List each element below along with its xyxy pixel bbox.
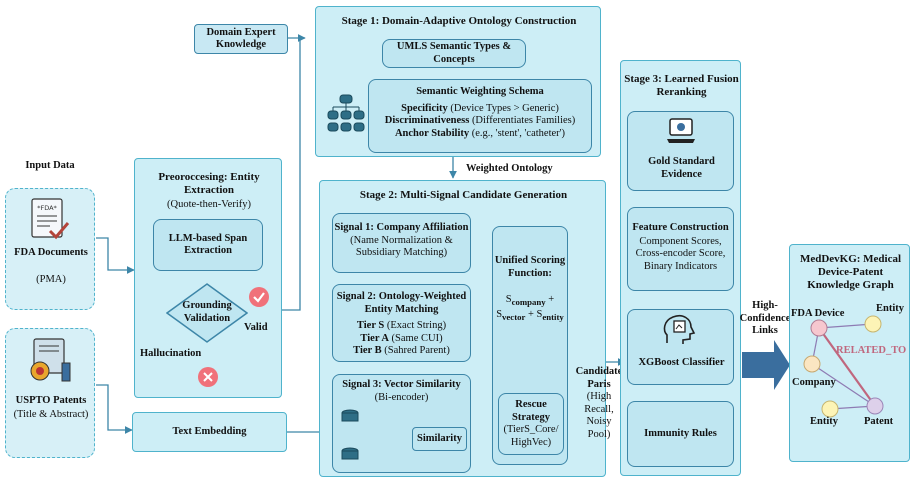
database-icon [327,94,365,132]
signal1-box: Signal 1: Company Affiliation (Name Norm… [332,213,471,273]
preproc-sub: (Quote-then-Verify) [167,199,251,210]
entity-node-2 [821,400,839,418]
feature-title: Feature Construction [632,222,729,233]
svg-text:*FDA*: *FDA* [37,204,57,212]
umls-box: UMLS Semantic Types & Concepts [382,39,526,68]
close-circle-icon [198,367,218,387]
candidate-label: Candidate Paris (High Recall, Noisy Pool… [575,366,623,440]
scoring-formula-line1: Scompany + [505,294,555,308]
patent-label: Patent [864,416,894,427]
feature-construction-box: Feature Construction Component Scores, C… [627,207,734,291]
grounding-diamond [166,283,248,343]
patent-node [866,397,884,415]
signal2-tier-s: Tier S (Exact String) [356,320,447,331]
laptop-icon [667,118,695,143]
semantic-schema-box: Semantic Weighting Schema Specificity (D… [368,79,592,153]
signal2-title: Signal 2: Ontology-Weighted Entity Match… [336,291,467,315]
stage1-title: Stage 1: Domain-Adaptive Ontology Constr… [341,15,577,27]
preproc-title: Preoroccesing: Entity Extraction [158,171,260,196]
gold-label: Gold Standard Evidence [648,156,715,180]
kg-title: MedDevKG: Medical Device-Patent Knowledg… [799,253,902,291]
rescue-strategy-box: Rescue Strategy (TierS_Core/ HighVec) [498,393,564,455]
uspto-sub: (Title & Abstract) [13,409,89,420]
kg-panel: MedDevKG: Medical Device-Patent Knowledg… [789,244,910,462]
signal1-title: Signal 1: Company Affiliation [334,222,469,233]
xgboost-box: XGBoost Classifier [627,309,734,385]
stage1-panel: Stage 1: Domain-Adaptive Ontology Constr… [315,6,601,157]
signal3-title: Signal 3: Vector Similarity [342,379,461,390]
stage2-panel: Stage 2: Multi-Signal Candidate Generati… [319,180,606,477]
schema-line-3: Anchor Stability (e.g., 'stent', 'cathet… [394,127,566,139]
fda-input-card: *FDA* FDA Documents (PMA) [5,188,95,310]
grounding-label: Grounding Validation [182,300,232,324]
input-title: Input Data [25,160,75,171]
signal2-tier-b: Tier B (Sahred Parent) [353,345,450,356]
llm-span-extraction-box: LLM-based Span Extraction [153,219,263,271]
scoring-formula-line2: Svector + Sentity [496,308,564,322]
signal1-sub: (Name Normalization & Subsidiary Matchin… [350,234,453,259]
immunity-rules-box: Immunity Rules [627,401,734,467]
feature-sub: Component Scores, Cross-encoder Score, B… [635,235,726,272]
schema-line-1: Specificity (Device Types > Generic) [401,102,559,114]
valid-label: Valid [244,322,268,333]
big-arrow-icon [742,340,790,390]
company-label: Company [792,377,836,388]
check-circle-icon [249,287,269,307]
fda-label: FDA Documents [14,247,88,258]
weighted-ontology-label: Weighted Ontology [466,163,553,174]
fda-sub: (PMA) [36,274,66,285]
stage3-title: Stage 3: Learned Fusion Reranking [624,73,739,98]
stage2-title: Stage 2: Multi-Signal Candidate Generati… [359,189,568,201]
head-brain-icon [663,314,696,344]
related-to-label: RELATED_TO [836,345,907,356]
entity-node-1 [864,315,882,333]
entity-label-1: Entity [876,303,905,314]
rescue-sub: (TierS_Core/ HighVec) [503,424,559,448]
rescue-title: Rescue Strategy [512,399,550,423]
high-confidence-label: High- Confidence Links [739,300,791,336]
fda-device-node [810,319,828,337]
text-embedding-box: Text Embedding [132,412,287,452]
scoring-title: Unified Scoring Function: [494,255,566,279]
fda-device-label: FDA Device [791,308,845,319]
schema-title: Semantic Weighting Schema [416,86,544,97]
schema-line-2: Discriminativeness (Differentiates Famil… [384,115,576,126]
patent-certificate-icon [30,338,71,382]
stage3-panel: Stage 3: Learned Fusion Reranking Gold S… [620,60,741,476]
preprocessing-panel: Preoroccesing: Entity Extraction (Quote-… [134,158,282,398]
company-node [803,355,821,373]
hallucination-label: Hallucination [140,348,202,359]
kg-graph [803,315,884,418]
similarity-box: Similarity [412,427,467,451]
entity-label-2: Entity [810,416,839,427]
uspto-input-card: USPTO Patents (Title & Abstract) [5,328,95,458]
vector-db-icon [341,409,359,460]
signal2-box: Signal 2: Ontology-Weighted Entity Match… [332,284,471,362]
uspto-label: USPTO Patents [15,395,87,406]
xgboost-label: XGBoost Classifier [638,357,725,368]
domain-expert-box: Domain Expert Knowledge [194,24,288,54]
signal3-sub: (Bi-encoder) [374,391,429,403]
document-check-icon: *FDA* [31,198,70,240]
signal2-tier-a: Tier A (Same CUI) [360,332,443,344]
